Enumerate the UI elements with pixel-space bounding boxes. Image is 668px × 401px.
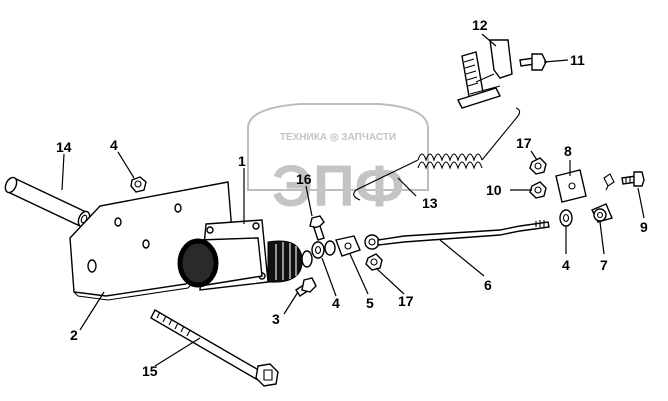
clamp-part <box>335 235 361 257</box>
nut-part <box>529 157 547 175</box>
callout-9: 9 <box>640 219 648 235</box>
screw-part <box>519 53 547 71</box>
return-spring <box>353 107 521 201</box>
solenoid-actuator <box>177 219 313 291</box>
ball-joint <box>591 203 613 223</box>
callout-17: 17 <box>516 135 532 151</box>
control-rod <box>364 220 550 250</box>
callout-11: 11 <box>570 52 585 68</box>
callout-5: 5 <box>366 295 374 311</box>
callout-4: 4 <box>332 295 340 311</box>
callout-16: 16 <box>296 171 312 187</box>
callout-10: 10 <box>486 182 502 198</box>
callout-3: 3 <box>272 311 280 327</box>
washer-part <box>311 240 336 259</box>
callout-labels: 1 2 3 4 4 4 5 6 7 8 9 10 11 12 13 14 15 … <box>56 17 648 379</box>
screw-part <box>621 171 645 187</box>
callout-15: 15 <box>142 363 158 379</box>
callout-7: 7 <box>600 257 608 273</box>
small-bolt <box>295 277 317 297</box>
callout-1: 1 <box>238 153 246 169</box>
tube-part <box>4 176 91 228</box>
callout-14: 14 <box>56 139 72 155</box>
callout-6: 6 <box>484 277 492 293</box>
nut-part <box>365 253 383 271</box>
callout-8: 8 <box>564 143 572 159</box>
callout-4: 4 <box>562 257 570 273</box>
leader-lines <box>61 33 645 367</box>
nut-part <box>130 176 147 193</box>
watermark-logo-text: ЭПФ <box>272 154 404 219</box>
nut-part <box>529 181 547 199</box>
callout-2: 2 <box>70 327 78 343</box>
bolt-part <box>309 215 325 241</box>
callout-4: 4 <box>110 137 118 153</box>
nut-part <box>559 209 573 227</box>
callout-17: 17 <box>398 293 414 309</box>
linkage-assembly <box>457 39 513 109</box>
callout-12: 12 <box>472 17 488 33</box>
callout-13: 13 <box>422 195 438 211</box>
lever-bracket <box>555 169 587 203</box>
spring-clip <box>603 173 615 191</box>
long-bolt <box>150 309 279 387</box>
watermark-small-text: ТЕХНИКА ◎ ЗАПЧАСТИ <box>280 132 396 143</box>
watermark: ТЕХНИКА ◎ ЗАПЧАСТИ ЭПФ <box>247 103 429 219</box>
